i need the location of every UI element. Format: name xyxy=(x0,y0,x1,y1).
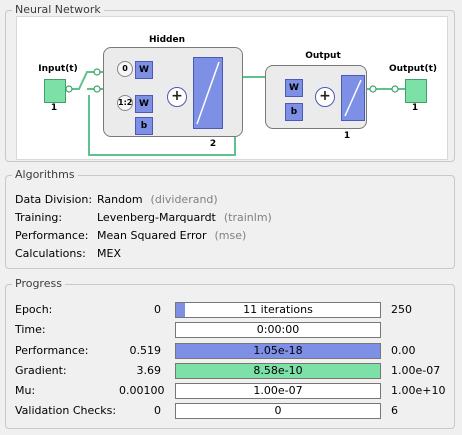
alg-note: (trainlm) xyxy=(223,211,272,224)
progress-bar-text: 0:00:00 xyxy=(256,323,300,336)
progress-row-performance: Performance: 0.519 1.05e-18 0.00 xyxy=(15,342,445,360)
alg-value: Mean Squared Error (mse) xyxy=(97,227,246,245)
output-label: Output(t) xyxy=(388,64,438,74)
progress-row-epoch: Epoch: 0 11 iterations 250 xyxy=(15,301,445,319)
alg-label: Calculations: xyxy=(15,247,86,260)
delay-0-node: 0 xyxy=(117,61,133,77)
progress-bar: 8.58e-10 xyxy=(175,363,381,379)
alg-note: (dividerand) xyxy=(150,193,218,206)
progress-end-value: 6 xyxy=(391,404,398,417)
algorithms-panel: Algorithms Data Division: Random (divider… xyxy=(5,167,455,269)
hidden-weight-w1: W xyxy=(135,61,153,79)
network-diagram: Input(t) 1 Hidden 0 1:2 W W b + 2 Output… xyxy=(16,16,448,160)
progress-panel: Progress Epoch: 0 11 iterations 250 Time… xyxy=(5,276,455,429)
output-layer-title: Output xyxy=(305,51,341,61)
output-weight-w: W xyxy=(285,79,303,97)
alg-value-text: MEX xyxy=(97,247,121,260)
progress-end-value: 250 xyxy=(391,303,412,316)
progress-row-validation-checks: Validation Checks: 0 0 6 xyxy=(15,402,445,420)
progress-label: Performance: xyxy=(15,344,89,357)
hidden-layer-title: Hidden xyxy=(148,35,185,45)
progress-row-mu: Mu: 0.00100 1.00e-07 1.00e+10 xyxy=(15,382,445,400)
progress-label: Mu: xyxy=(15,384,36,397)
progress-fill xyxy=(176,364,380,378)
progress-label: Validation Checks: xyxy=(15,404,117,417)
progress-bar-text: 1.00e-07 xyxy=(253,384,303,397)
input-node xyxy=(44,79,66,103)
alg-value: Levenberg-Marquardt (trainlm) xyxy=(97,209,272,227)
alg-label: Training: xyxy=(15,211,63,224)
output-bias-b: b xyxy=(285,103,303,121)
alg-value-text: Mean Squared Error xyxy=(97,229,207,242)
hidden-weight-w2: W xyxy=(135,95,153,113)
output-size: 1 xyxy=(411,103,419,113)
output-sum-node: + xyxy=(315,87,335,107)
alg-value: Random (dividerand) xyxy=(97,191,218,209)
progress-start-value: 0.519 xyxy=(129,344,162,357)
progress-end-value: 1.00e+10 xyxy=(391,384,446,397)
progress-bar: 0 xyxy=(175,403,381,419)
input-size: 1 xyxy=(50,103,58,113)
output-layer-size: 1 xyxy=(343,131,351,141)
progress-fill xyxy=(176,303,185,317)
progress-end-value: 1.00e-07 xyxy=(391,364,441,377)
alg-label: Data Division: xyxy=(15,193,93,206)
alg-value: MEX xyxy=(97,245,129,263)
progress-start-value: 3.69 xyxy=(136,364,162,377)
neural-network-panel: Neural Network xyxy=(5,2,455,162)
progress-label: Time: xyxy=(15,323,46,336)
alg-label: Performance: xyxy=(15,229,89,242)
progress-fill xyxy=(176,344,380,358)
progress-bar: 1.05e-18 xyxy=(175,343,381,359)
progress-bar: 0:00:00 xyxy=(175,322,381,338)
progress-bar-text: 0 xyxy=(274,404,282,417)
alg-value-text: Random xyxy=(97,193,143,206)
progress-bar-text: 8.58e-10 xyxy=(253,364,303,377)
progress-end-value: 0.00 xyxy=(391,344,416,357)
progress-row-time: Time: 0:00:00 xyxy=(15,321,445,339)
hidden-layer-size: 2 xyxy=(209,139,217,149)
progress-label: Gradient: xyxy=(15,364,67,377)
hidden-sum-node: + xyxy=(167,87,187,107)
alg-note: (mse) xyxy=(214,229,247,242)
progress-bar: 1.00e-07 xyxy=(175,383,381,399)
output-node xyxy=(405,79,427,103)
progress-start-value: 0 xyxy=(154,404,161,417)
progress-bar: 11 iterations xyxy=(175,302,381,318)
progress-title: Progress xyxy=(12,276,65,292)
hidden-transfer-icon xyxy=(193,57,223,129)
neural-network-title: Neural Network xyxy=(12,2,104,18)
output-transfer-icon xyxy=(341,75,365,121)
alg-value-text: Levenberg-Marquardt xyxy=(97,211,216,224)
progress-bar-text: 1.05e-18 xyxy=(253,344,303,357)
progress-start-value: 0.00100 xyxy=(119,384,165,397)
progress-bar-text: 11 iterations xyxy=(243,303,313,316)
progress-label: Epoch: xyxy=(15,303,53,316)
delay-1-2-node: 1:2 xyxy=(117,95,133,111)
progress-row-gradient: Gradient: 3.69 8.58e-10 1.00e-07 xyxy=(15,362,445,380)
hidden-bias-b: b xyxy=(135,117,153,135)
algorithms-title: Algorithms xyxy=(12,167,78,183)
progress-start-value: 0 xyxy=(154,303,161,316)
input-label: Input(t) xyxy=(38,64,78,74)
